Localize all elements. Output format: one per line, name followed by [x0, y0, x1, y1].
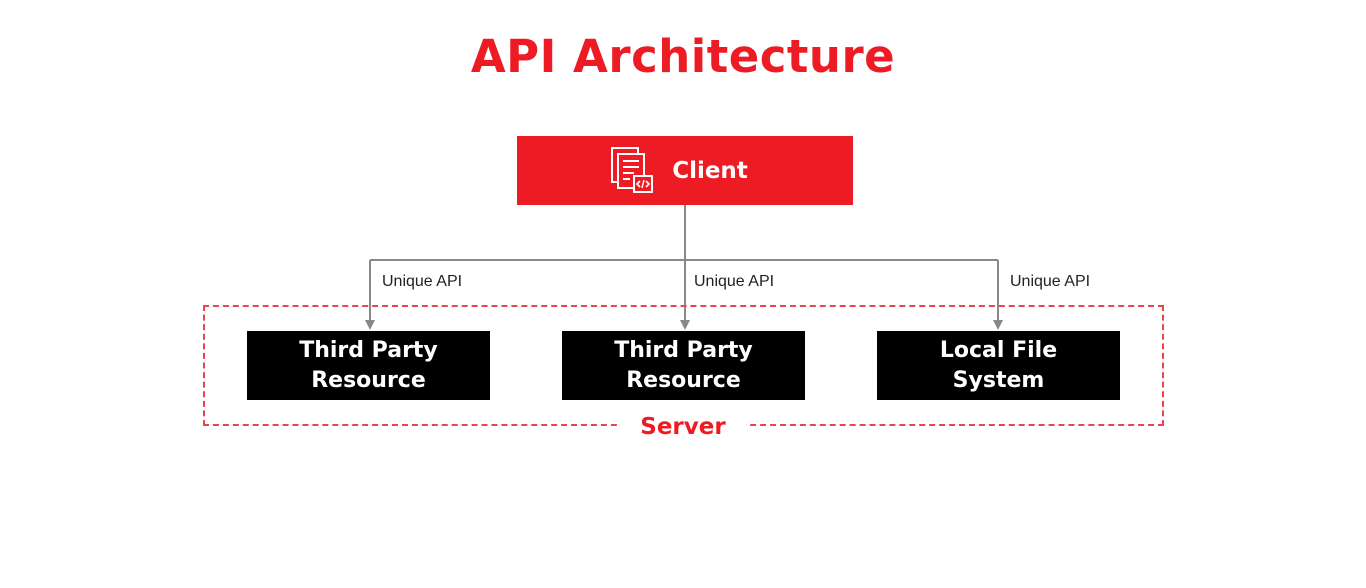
server-node-2-label: Third Party Resource — [614, 337, 753, 393]
code-document-icon — [611, 146, 654, 193]
client-label: Client — [672, 157, 748, 184]
server-node-2: Third Party Resource — [562, 331, 805, 400]
connection-label-3: Unique API — [1010, 273, 1091, 290]
client-node: Client — [517, 136, 853, 205]
connection-label-1: Unique API — [382, 273, 463, 290]
connection-label-2: Unique API — [694, 273, 775, 290]
server-node-1-label: Third Party Resource — [299, 337, 438, 393]
diagram-title: API Architecture — [470, 30, 896, 83]
server-label: Server — [620, 410, 746, 444]
server-node-3: Local File System — [877, 331, 1120, 400]
server-node-1: Third Party Resource — [247, 331, 490, 400]
server-node-3-label: Local File System — [939, 337, 1058, 393]
